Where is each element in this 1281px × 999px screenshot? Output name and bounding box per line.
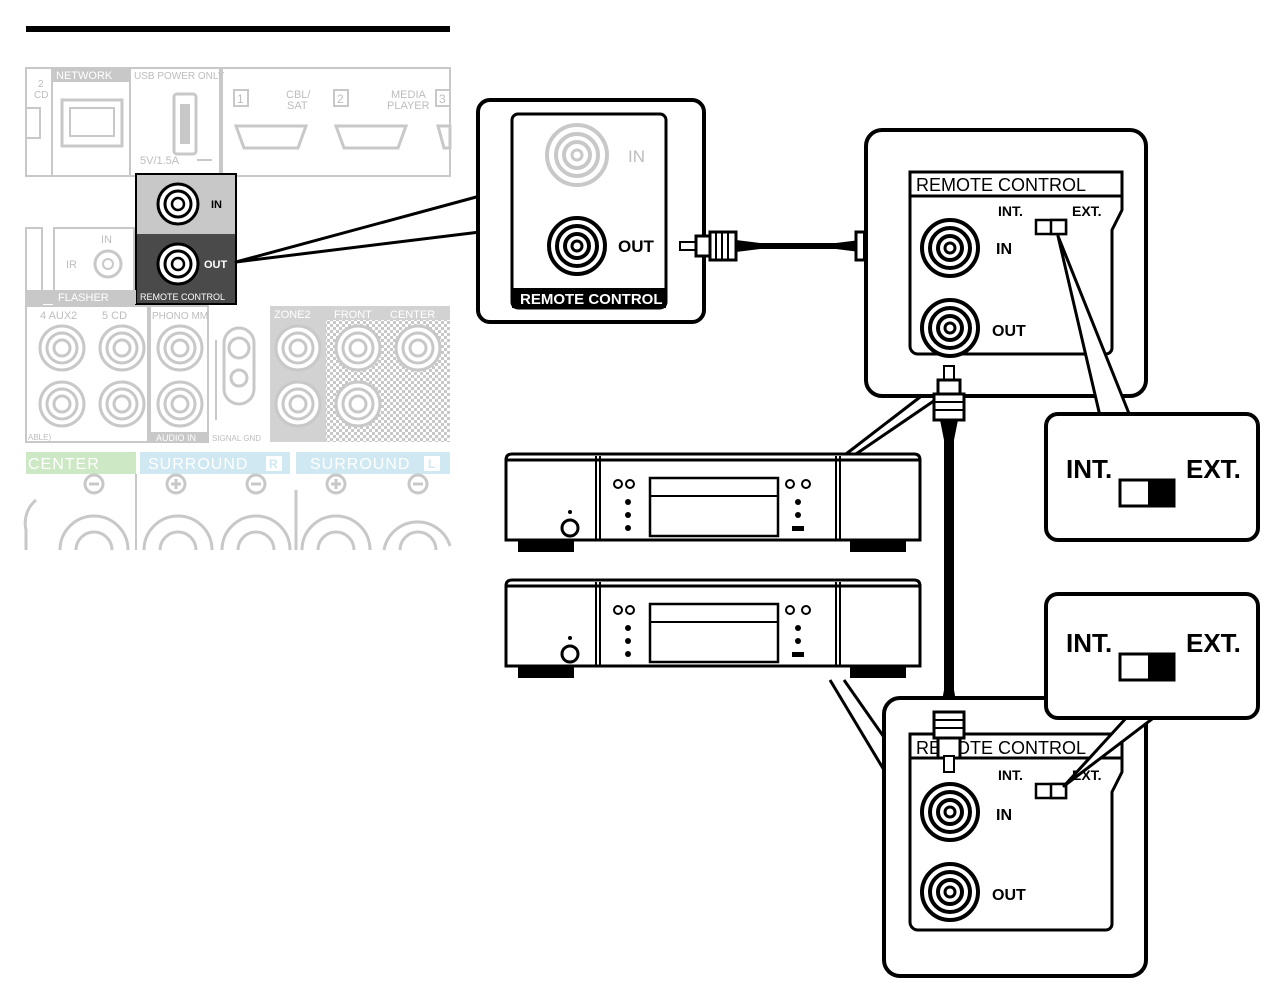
receiver-remote-in-jack (156, 182, 200, 226)
cd-audio-label: 5 CD (102, 310, 127, 322)
analog-audio-block (25, 305, 149, 443)
ethernet-port (60, 98, 124, 148)
front-label: FRONT (334, 309, 372, 321)
phono-label: PHONO MM (152, 311, 208, 322)
receiver-rear-panel: 2 CD NETWORK USB POWER ONLY 5V/1.5A 1 CB… (23, 26, 452, 551)
device-top-ext-label: EXT. (1072, 203, 1102, 219)
hdmi-2-label-line1: MEDIA (391, 89, 427, 101)
device-top-in-label: IN (996, 241, 1012, 258)
device-bottom-remote-panel: REMOTE CONTROL INT. EXT. IN OUT (828, 679, 1148, 978)
receiver-remote-block-label: REMOTE CONTROL (140, 292, 225, 302)
callout-remote-label: REMOTE CONTROL (520, 291, 663, 308)
switch-top-int-label: INT. (1066, 454, 1112, 484)
cd-number-label: 2 (38, 79, 44, 90)
callout-remote-in-jack (545, 123, 609, 187)
switch-top-ext-label: EXT. (1186, 454, 1241, 484)
zone2-label: ZONE2 (274, 309, 311, 321)
device-top-panel-label: REMOTE CONTROL (916, 175, 1086, 195)
device-bottom-in-label: IN (996, 807, 1012, 824)
device-bottom-int-label: INT. (998, 767, 1023, 783)
usb-power-only-label: USB POWER ONLY (134, 71, 225, 82)
receiver-remote-out-label: OUT (204, 259, 228, 271)
speaker-surround-l-label: SURROUND (310, 456, 410, 473)
flasher-ir-label: IR (66, 259, 77, 271)
signal-gnd-terminal (215, 326, 256, 420)
speaker-surround-r-label: SURROUND (148, 456, 248, 473)
receiver-remote-out-jack (156, 242, 200, 286)
receiver-remote-in-label: IN (211, 199, 222, 211)
hdmi-port-1 (233, 124, 309, 150)
switch-callout-bottom: INT. EXT. (1044, 592, 1260, 788)
switch-callout-top: INT. EXT. (1044, 234, 1260, 542)
speaker-center-label: CENTER (28, 456, 100, 473)
hdmi-1-number: 1 (237, 92, 244, 106)
surround-r-badge: R (269, 457, 278, 471)
hdmi-1-label-line1: CBL/ (286, 89, 311, 101)
zoom-callout: IN OUT REMOTE CONTROL (234, 98, 706, 324)
receiver-remote-control-block: IN OUT REMOTE CONTROL (135, 173, 237, 305)
usb-port (172, 92, 198, 156)
hdmi-2-number: 2 (337, 92, 344, 106)
device-top-remote-panel: REMOTE CONTROL INT. EXT. IN OUT (845, 128, 1148, 456)
flasher-in-label: IN (101, 234, 112, 246)
center-preout-label: CENTER (390, 309, 435, 321)
hdmi-port-3 (436, 124, 452, 150)
cd-optical-port (25, 107, 41, 139)
switch-bottom-ext-label: EXT. (1186, 628, 1241, 658)
aux2-label: 4 AUX2 (40, 310, 77, 322)
callout-remote-in-label: IN (628, 147, 645, 166)
switch-top-knob (1148, 480, 1174, 506)
switch-bottom-knob (1148, 654, 1174, 680)
panel-top-bar (26, 26, 450, 32)
hdmi-1-label-line2: SAT (287, 100, 308, 112)
network-block (51, 67, 131, 177)
signal-gnd-label: SIGNAL GND (212, 434, 261, 443)
hdmi-2-label-line2: PLAYER (387, 100, 430, 112)
usb-rating-label: 5V/1.5A (140, 155, 180, 167)
hdmi-port-2 (333, 124, 409, 150)
device-player-bottom (504, 578, 922, 678)
able-label: ABLE) (28, 433, 51, 442)
audio-in-label: AUDIO IN (156, 433, 196, 443)
network-header (52, 68, 130, 82)
hdmi-block (221, 67, 451, 177)
network-label: NETWORK (56, 70, 113, 82)
speaker-terminals (23, 473, 452, 551)
device-top-int-label: INT. (998, 203, 1023, 219)
cd-top-label: CD (34, 90, 48, 101)
hdmi-3-number: 3 (439, 92, 446, 106)
switch-bottom-int-label: INT. (1066, 628, 1112, 658)
device-player-top (504, 452, 922, 552)
callout-remote-out-label: OUT (618, 237, 655, 256)
flasher-jack (93, 249, 123, 279)
device-bottom-out-label: OUT (992, 887, 1026, 904)
flasher-label: FLASHER (58, 292, 109, 304)
surround-l-badge: L (428, 457, 435, 471)
device-top-out-label: OUT (992, 323, 1026, 340)
